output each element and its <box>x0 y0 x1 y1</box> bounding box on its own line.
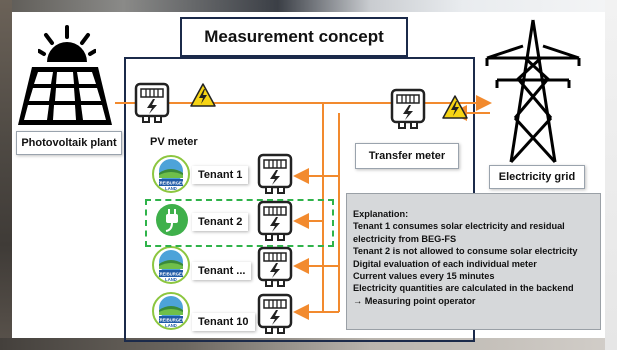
background-photo-top <box>0 0 617 12</box>
pv-plant-label: Photovoltaik plant <box>16 131 122 155</box>
tenant-1-label: Tenant 1 <box>192 166 249 184</box>
pv-meter-label: PV meter <box>150 136 198 148</box>
explanation-line: Electricity quantities are calculated in… <box>353 283 574 294</box>
warning-icon <box>190 83 216 107</box>
explanation-panel: Explanation: Tenant 1 consumes solar ele… <box>346 193 601 330</box>
svg-text:LAND: LAND <box>165 186 177 191</box>
pylon-icon <box>485 19 581 164</box>
pv-meter-icon <box>134 82 170 123</box>
explanation-heading: Explanation: <box>353 209 409 219</box>
transfer-meter-icon <box>390 88 426 129</box>
warning-icon <box>442 95 468 119</box>
svg-text:LAND: LAND <box>165 277 177 282</box>
tenant-2-meter-icon <box>257 200 293 241</box>
explanation-line: electricity from BEG-FS <box>353 233 457 244</box>
tenant-1-meter-icon <box>257 153 293 194</box>
svg-text:LAND: LAND <box>165 323 177 328</box>
tenant-3-meter-icon <box>257 246 293 287</box>
svg-text:FREIBURGER: FREIBURGER <box>157 181 185 186</box>
svg-text:FREIBURGER: FREIBURGER <box>157 272 185 277</box>
tenant-10-meter-icon <box>257 293 293 334</box>
explanation-line: Digital evaluation of each individual me… <box>353 258 537 269</box>
explanation-line: Current values every 15 minutes <box>353 271 495 282</box>
electricity-grid-label: Electricity grid <box>489 165 585 189</box>
tenant-10-label: Tenant 10 <box>192 313 255 331</box>
explanation-line: Tenant 2 is not allowed to consume solar… <box>353 246 578 257</box>
page-title: Measurement concept <box>180 17 408 57</box>
explanation-line: Tenant 1 consumes solar electricity and … <box>353 221 565 232</box>
background-photo-left <box>0 0 12 350</box>
plug-icon <box>156 204 188 236</box>
explanation-line: → Measuring point operator <box>353 295 476 306</box>
svg-text:FREIBURGER: FREIBURGER <box>157 318 185 323</box>
tenant-2-highlight <box>145 199 334 247</box>
tenant-3-label: Tenant ... <box>192 262 252 280</box>
sun-icon <box>38 25 96 62</box>
tenant-2-label: Tenant 2 <box>192 213 249 231</box>
solar-panel-icon <box>18 67 112 125</box>
background-photo-right <box>605 0 617 350</box>
transfer-meter-label: Transfer meter <box>355 143 459 169</box>
